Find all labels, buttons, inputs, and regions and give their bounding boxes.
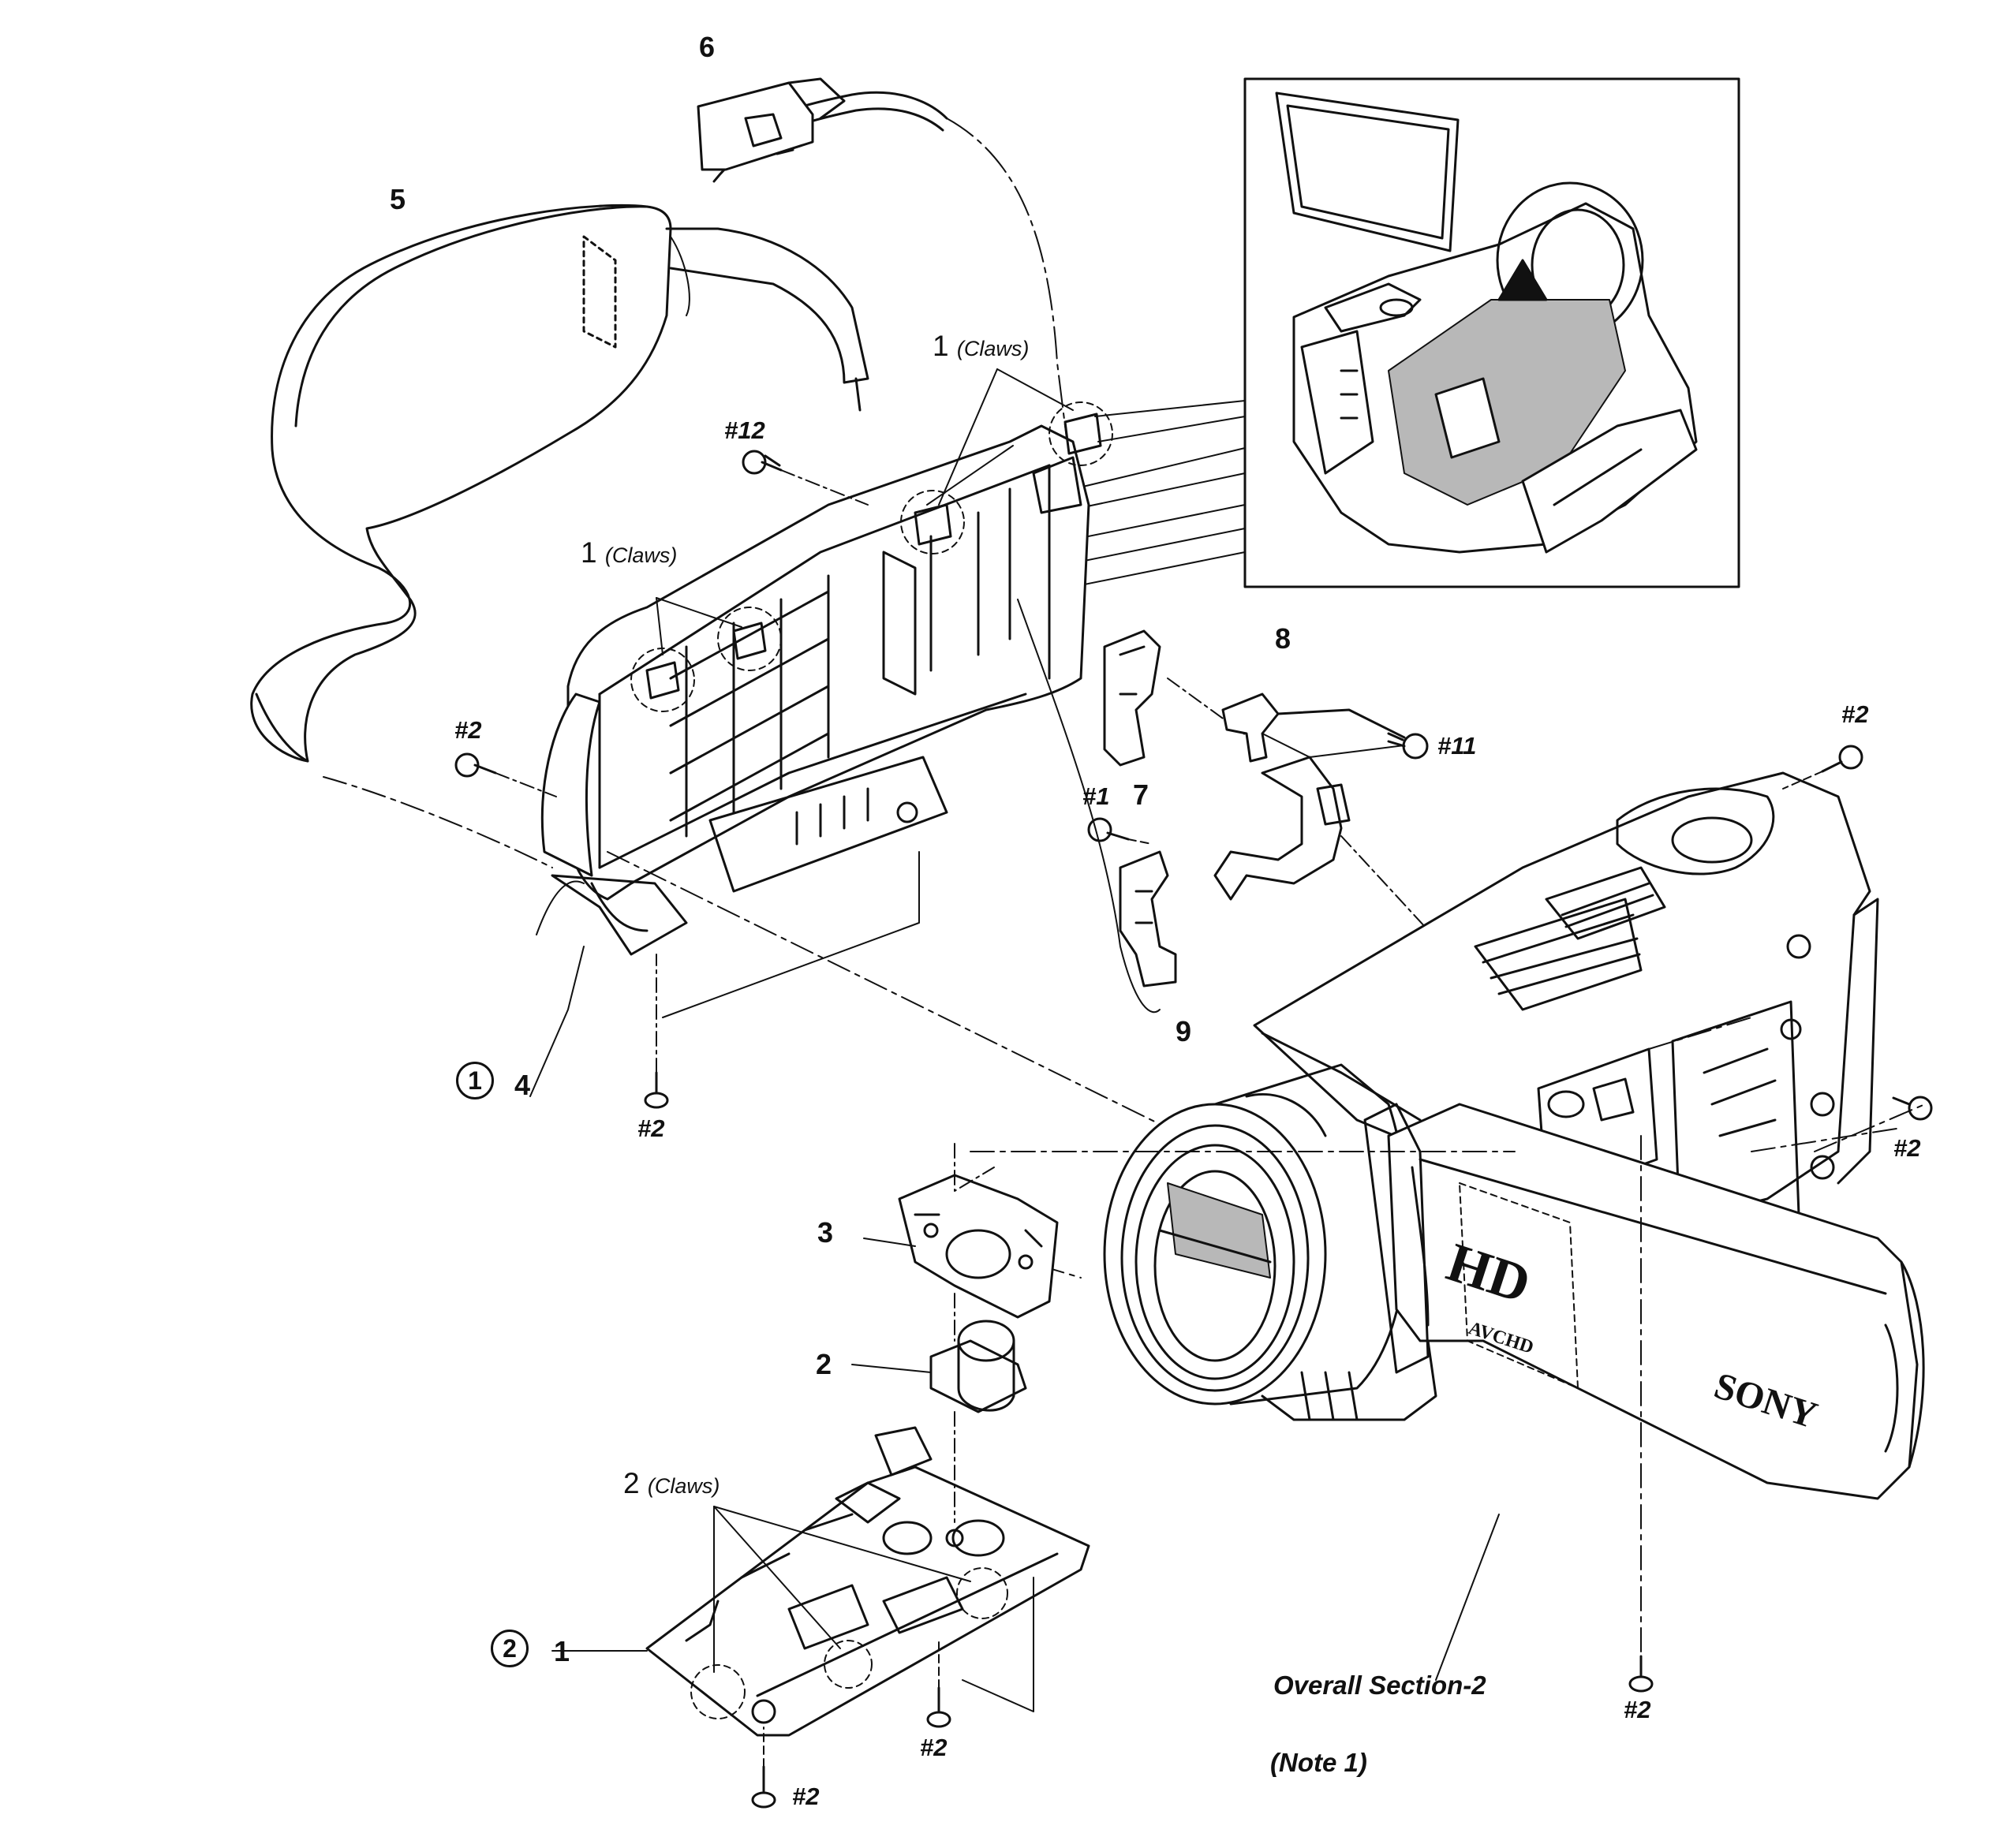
label-part-3: 3 bbox=[817, 1216, 834, 1249]
label-part-1: 1 bbox=[554, 1635, 570, 1667]
label-part-4: 4 bbox=[514, 1069, 531, 1101]
label-part-2: 2 bbox=[816, 1348, 832, 1380]
inset-detail bbox=[1243, 77, 1740, 588]
screw-2-bottom-right bbox=[1628, 1655, 1654, 1693]
claw-leaders bbox=[656, 368, 1074, 655]
screw-2-right bbox=[1892, 1096, 1933, 1121]
screw-2-board bbox=[926, 1577, 1034, 1728]
label-claws-board: 2 (Claws) bbox=[623, 1469, 720, 1498]
marker-2-circle: 2 bbox=[491, 1630, 529, 1667]
note-overall-section: Overall Section-2 bbox=[1273, 1671, 1486, 1700]
screw-2-top-right bbox=[1782, 745, 1863, 790]
part-7 bbox=[1103, 629, 1255, 767]
label-screw-2-board: #2 bbox=[920, 1734, 948, 1761]
label-claws-top: 1 (Claws) bbox=[933, 331, 1029, 360]
part-3 bbox=[863, 1143, 1059, 1319]
claws-top-num: 1 bbox=[933, 330, 949, 362]
screw-11 bbox=[1387, 732, 1429, 760]
leader-4 bbox=[529, 946, 585, 1097]
claws-left-text: (Claws) bbox=[604, 543, 678, 567]
label-part-7: 7 bbox=[1133, 778, 1149, 811]
label-screw-2-board-bottom: #2 bbox=[792, 1783, 820, 1810]
part-1-board bbox=[551, 1411, 1090, 1737]
label-screw-2-top-right: #2 bbox=[1841, 700, 1869, 728]
section-leader bbox=[1435, 1514, 1500, 1681]
screw-2-board-bottom bbox=[751, 1727, 776, 1809]
marker-1-circle: 1 bbox=[456, 1062, 494, 1099]
label-part-6: 6 bbox=[699, 31, 716, 63]
screw-1 bbox=[1087, 817, 1153, 845]
label-screw-12: #12 bbox=[724, 416, 765, 444]
claws-left-num: 1 bbox=[581, 536, 597, 569]
rear-cover bbox=[540, 401, 1113, 956]
label-part-9: 9 bbox=[1176, 1015, 1192, 1047]
part-2 bbox=[851, 1293, 1027, 1413]
label-screw-1: #1 bbox=[1082, 782, 1110, 810]
claws-top-text: (Claws) bbox=[956, 337, 1030, 360]
claw-2-leaders bbox=[713, 1506, 971, 1673]
camera-body bbox=[1103, 771, 1925, 1500]
marker-1: 1 bbox=[456, 1062, 494, 1099]
label-claws-left: 1 (Claws) bbox=[581, 538, 677, 567]
screw-2-left bbox=[454, 752, 557, 797]
part-8 bbox=[1221, 693, 1406, 763]
flex-cable bbox=[1213, 756, 1437, 939]
label-screw-2-right: #2 bbox=[1893, 1134, 1921, 1162]
label-screw-2-bottom-right: #2 bbox=[1624, 1696, 1651, 1723]
claws-board-text: (Claws) bbox=[647, 1474, 720, 1498]
screw-2-bottom bbox=[644, 851, 920, 1109]
usb-cable bbox=[697, 77, 1074, 490]
screw-12 bbox=[742, 450, 869, 506]
part-9 bbox=[1017, 599, 1177, 1014]
label-part-8: 8 bbox=[1275, 622, 1291, 655]
label-screw-2-left: #2 bbox=[454, 716, 482, 744]
label-part-5: 5 bbox=[390, 183, 406, 215]
label-screw-11: #11 bbox=[1437, 732, 1477, 760]
claws-board-num: 2 bbox=[623, 1467, 640, 1499]
grip-belt bbox=[250, 203, 869, 763]
marker-2: 2 bbox=[491, 1630, 529, 1667]
note-1: (Note 1) bbox=[1270, 1748, 1367, 1777]
label-screw-2-bottom: #2 bbox=[637, 1114, 665, 1142]
